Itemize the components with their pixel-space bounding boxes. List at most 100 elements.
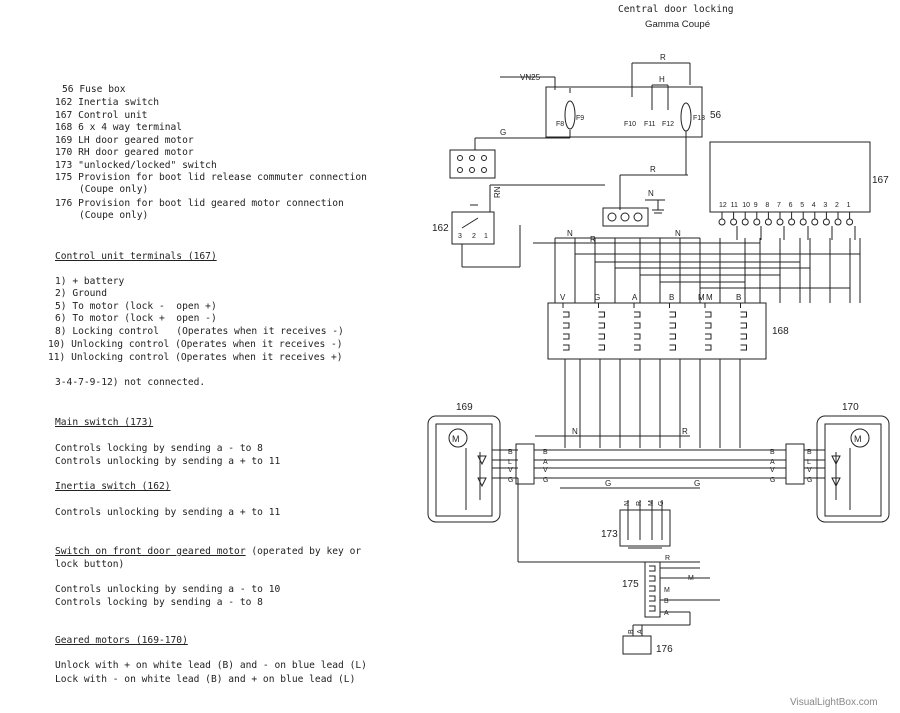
main-switch-heading: Main switch (173)	[55, 417, 154, 428]
wire-label: V	[770, 467, 775, 474]
terminal-label: 12	[719, 202, 727, 209]
terminal-contact	[563, 344, 570, 351]
terminal-label: 1	[484, 233, 488, 240]
terminal-contact	[563, 311, 570, 318]
terminal-contact	[740, 333, 747, 340]
terminal-pin	[799, 218, 807, 226]
wire-label: A	[543, 459, 548, 466]
lh-door-motor-169: 169 M	[427, 402, 700, 563]
terminal-contact	[705, 311, 712, 318]
terminal-label: 6	[789, 202, 793, 209]
terminal-pin	[718, 218, 726, 226]
terminal-contact	[705, 333, 712, 340]
terminal-label: 3	[458, 233, 462, 240]
terminal-pin	[834, 218, 842, 226]
terminal-contact	[669, 344, 676, 351]
boot-motor-connector-176: 176 B A	[622, 612, 691, 655]
fuse-label: F11	[644, 121, 656, 128]
fuse-label: F9	[576, 115, 584, 122]
fuse-label: F10	[624, 121, 636, 128]
wire-label: B	[543, 449, 548, 456]
component-number: 162	[432, 223, 449, 234]
wire-label: N	[567, 229, 573, 238]
wire-label: G	[500, 128, 506, 137]
terminal-contact	[705, 344, 712, 351]
wire-label: N	[675, 229, 681, 238]
component-number: 173	[601, 529, 618, 540]
wire-label: G	[508, 477, 513, 484]
terminal-contact	[649, 575, 656, 582]
terminal-contact	[598, 333, 605, 340]
terminal-pin	[764, 218, 772, 226]
splice-connector	[602, 207, 649, 227]
terminal-contact	[669, 322, 676, 329]
component-number: 175	[622, 579, 639, 590]
inertia-switch-162: 162 3 2 1 RN	[432, 184, 605, 268]
wire-label: G	[543, 477, 548, 484]
terminal-contact	[649, 605, 656, 612]
control-unit-line: 5) To motor (lock - open +)	[55, 301, 217, 312]
front-door-line: Controls locking by sending a - to 8	[55, 597, 263, 608]
control-unit-line: 8) Locking control (Operates when it rec…	[55, 326, 344, 337]
main-switch-line: Controls locking by sending a - to 8	[55, 443, 263, 454]
wire-label: R	[665, 555, 670, 562]
wire-label: G	[807, 477, 812, 484]
terminal-label: 8	[765, 202, 769, 209]
motor-icon: M	[452, 434, 460, 444]
terminal-label: 7	[777, 202, 781, 209]
terminal-contact	[634, 322, 641, 329]
terminal-contact	[705, 322, 712, 329]
terminal-contact	[649, 595, 656, 602]
wire-label: VN25	[520, 73, 541, 82]
wire-label: G	[594, 293, 600, 302]
fuse-box-56: 56 VN25 R H F8 F9 F10 F11 F12 F13	[500, 53, 722, 138]
terminal-pin	[741, 218, 749, 226]
terminal-contact	[634, 344, 641, 351]
wire-label: B	[628, 629, 635, 634]
terminal-pin	[811, 218, 819, 226]
terminal-contact	[598, 311, 605, 318]
front-door-heading: Switch on front door geared motor (opera…	[55, 546, 362, 557]
wire-label: A	[664, 610, 669, 617]
legend-item: 167 Control unit	[55, 110, 148, 121]
inertia-switch-heading: Inertia switch (162)	[55, 481, 171, 492]
legend-item: 168 6 x 4 way terminal	[55, 122, 183, 133]
wire-label: G	[605, 479, 611, 488]
terminal-contact	[649, 565, 656, 572]
wire-label: M	[706, 293, 713, 302]
component-number: 167	[872, 175, 889, 186]
legend-item-sub: (Coupe only)	[79, 184, 149, 195]
terminal-label: 2	[472, 233, 476, 240]
wire-label: R	[682, 427, 688, 436]
terminal-block-168: 168 V G A B M M B	[547, 293, 789, 360]
terminal-contact	[634, 311, 641, 318]
terminal-label: 2	[835, 202, 839, 209]
legend-item: 175 Provision for boot lid release commu…	[55, 172, 367, 183]
wire-label: M	[698, 293, 705, 302]
wire-label: V	[543, 467, 548, 474]
wire-label: H	[659, 75, 665, 84]
control-unit-line: 2) Ground	[55, 288, 107, 299]
terminal-contact	[598, 322, 605, 329]
component-number: 176	[656, 644, 673, 655]
terminal-label: 4	[812, 202, 816, 209]
terminal-label: 9	[754, 202, 758, 209]
wire-label: A	[637, 629, 644, 634]
motor-icon: M	[854, 434, 862, 444]
wire-label: G	[694, 479, 700, 488]
wire-label: G	[658, 501, 665, 506]
diagram-title: Central door locking	[618, 4, 734, 15]
wire-label: L	[807, 459, 811, 466]
terminal-contact	[563, 333, 570, 340]
front-door-line: Controls unlocking by sending a - to 10	[55, 584, 281, 595]
fuse-label: F8	[556, 121, 564, 128]
legend-item: 173 "unlocked/locked" switch	[55, 160, 217, 171]
wire-label: L	[508, 459, 512, 466]
lh-connector: B L V G B A V G	[508, 443, 548, 485]
rh-connector: B A V G B L V G	[770, 443, 812, 485]
terminal-label: 3	[823, 202, 827, 209]
terminal-contact	[598, 344, 605, 351]
wire-label: R	[660, 53, 666, 62]
legend-item-sub: (Coupe only)	[79, 210, 149, 221]
wire-label: M	[648, 500, 655, 506]
